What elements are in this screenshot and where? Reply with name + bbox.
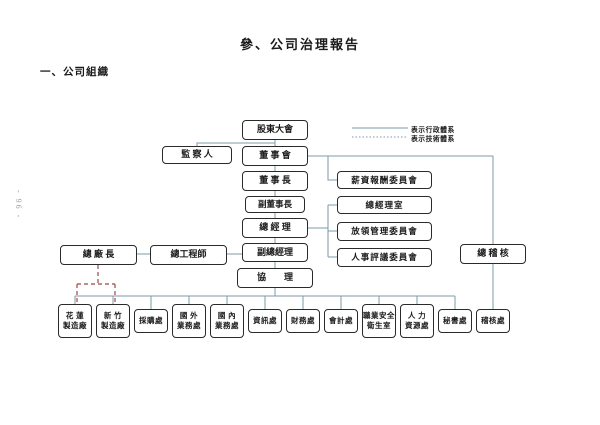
org-box-personnel-review-committee: 人事評議委員會 — [337, 248, 432, 267]
org-box-chief-auditor: 總 稽 核 — [460, 244, 526, 264]
unit-label: 職業安全 — [363, 310, 395, 320]
org-box-shareholders-meeting: 股東大會 — [242, 120, 308, 140]
org-box-board-of-directors: 董 事 會 — [242, 146, 308, 166]
unit-label: 國 內 — [217, 310, 237, 320]
page-number: - 96 - — [14, 190, 23, 220]
org-box-release-mgmt-committee: 放領管理委員會 — [337, 222, 432, 241]
org-box-hsinchu-plant: 新 竹製造廠 — [96, 304, 130, 338]
unit-label: 業務處 — [215, 321, 239, 330]
technical-lines — [76, 265, 116, 305]
org-box-president: 總 經 理 — [242, 218, 308, 238]
unit-label: 財務處 — [291, 315, 315, 325]
legend-administrative-label: 表示行政體系 — [411, 127, 455, 134]
section-heading: 一、公司組織 — [40, 67, 109, 78]
unit-label: 採購處 — [139, 315, 163, 325]
unit-label: 資源處 — [405, 321, 429, 330]
org-box-vice-president: 副總經理 — [242, 243, 308, 262]
unit-label: 資訊處 — [253, 315, 277, 325]
org-box-vice-chairman: 副董事長 — [245, 196, 305, 213]
org-box-chief-engineer: 總工程師 — [150, 245, 227, 265]
unit-label: 秘書處 — [443, 315, 467, 325]
org-box-finance-dept: 財務處 — [286, 309, 320, 333]
org-box-accounting-dept: 會計處 — [324, 309, 358, 333]
unit-label: 衛生室 — [367, 321, 391, 330]
org-box-domestic-business-dept: 國 內業務處 — [210, 304, 244, 338]
bottom-units-row: 花 蓮製造廠新 竹製造廠採購處國 外業務處國 內業務處資訊處財務處會計處職業安全… — [58, 304, 518, 344]
unit-label: 製造廠 — [63, 321, 87, 330]
unit-label: 稽核處 — [481, 315, 505, 325]
unit-label: 花 蓮 — [65, 310, 85, 320]
org-box-audit-dept: 稽核處 — [476, 309, 510, 333]
org-box-supervisors: 監 察 人 — [162, 146, 232, 164]
org-box-associate-manager: 協 理 — [237, 268, 313, 288]
org-box-information-dept: 資訊處 — [248, 309, 282, 333]
unit-label: 會計處 — [329, 315, 353, 325]
org-box-occupational-safety-office: 職業安全衛生室 — [362, 304, 396, 338]
org-box-president-office: 總經理室 — [337, 196, 432, 214]
unit-label: 業務處 — [177, 321, 201, 330]
org-box-intl-business-dept: 國 外業務處 — [172, 304, 206, 338]
unit-label: 人 力 — [407, 310, 427, 320]
org-box-secretariat-dept: 秘書處 — [438, 309, 472, 333]
legend-technical-label: 表示技術體系 — [411, 136, 455, 143]
org-box-human-resources-dept: 人 力資源處 — [400, 304, 434, 338]
org-box-procurement-dept: 採購處 — [134, 309, 168, 333]
unit-label: 新 竹 — [103, 310, 123, 320]
org-box-chairman: 董 事 長 — [242, 171, 308, 191]
org-box-hualien-plant: 花 蓮製造廠 — [58, 304, 92, 338]
org-box-chief-plant-director: 總 廠 長 — [60, 245, 137, 265]
unit-label: 國 外 — [179, 310, 199, 320]
unit-label: 製造廠 — [101, 321, 125, 330]
page-title: 參、公司治理報告 — [239, 37, 360, 52]
org-box-compensation-committee: 薪資報酬委員會 — [337, 171, 432, 189]
